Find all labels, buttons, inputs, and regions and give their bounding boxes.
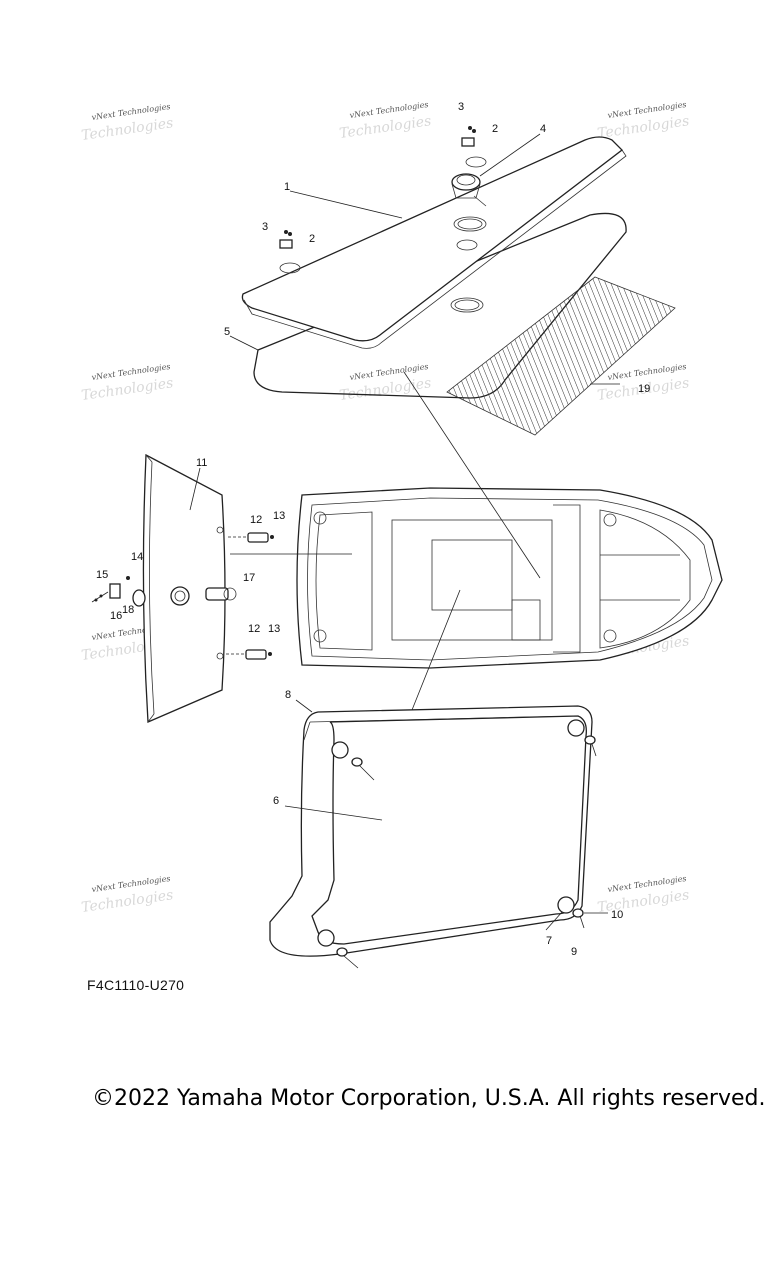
hatch-lid: [241, 136, 627, 349]
callout-19: 19: [638, 383, 650, 395]
figure-code: F4C1110-U270: [87, 977, 185, 993]
callout-13: 13: [268, 623, 280, 635]
callout-6: 6: [273, 795, 279, 807]
callout-9: 9: [571, 946, 577, 958]
callout-7: 7: [546, 935, 552, 947]
callout-16: 16: [110, 610, 122, 622]
callout-4: 4: [540, 123, 546, 135]
callout-3: 3: [458, 101, 464, 113]
callout-2: 2: [492, 123, 498, 135]
copyright-notice: ©2022 Yamaha Motor Corporation, U.S.A. A…: [92, 1086, 766, 1111]
callout-8: 8: [285, 689, 291, 701]
callout-18: 18: [122, 604, 134, 616]
lock-hardware: [91, 576, 130, 603]
callout-11: 11: [196, 457, 207, 469]
callout-3: 3: [262, 221, 268, 233]
callout-2: 2: [309, 233, 315, 245]
callout-12: 12: [248, 623, 260, 635]
callout-1: 1: [284, 181, 290, 193]
callout-12: 12: [250, 514, 262, 526]
latch-upper: [228, 532, 274, 543]
callout-labels: 1 2 2 3 3 4 5 6 7 8 9 10 11 12 12 13 13 …: [96, 101, 650, 958]
leader-lines: [189, 133, 620, 931]
side-panel: [132, 453, 226, 723]
callout-17: 17: [243, 572, 255, 584]
latch-lower: [226, 649, 272, 660]
deck-mat: [446, 276, 676, 436]
callout-13: 13: [273, 510, 285, 522]
callout-5: 5: [224, 326, 230, 338]
callout-15: 15: [96, 569, 108, 581]
callout-14: 14: [131, 551, 143, 563]
callout-10: 10: [611, 909, 623, 921]
boat-hull: [296, 487, 723, 669]
lock-cylinder: [205, 587, 237, 601]
hinge-left: [279, 230, 293, 249]
cup-holder: [451, 173, 487, 207]
hinge-top: [461, 126, 476, 147]
floor-hatch: [269, 705, 597, 969]
